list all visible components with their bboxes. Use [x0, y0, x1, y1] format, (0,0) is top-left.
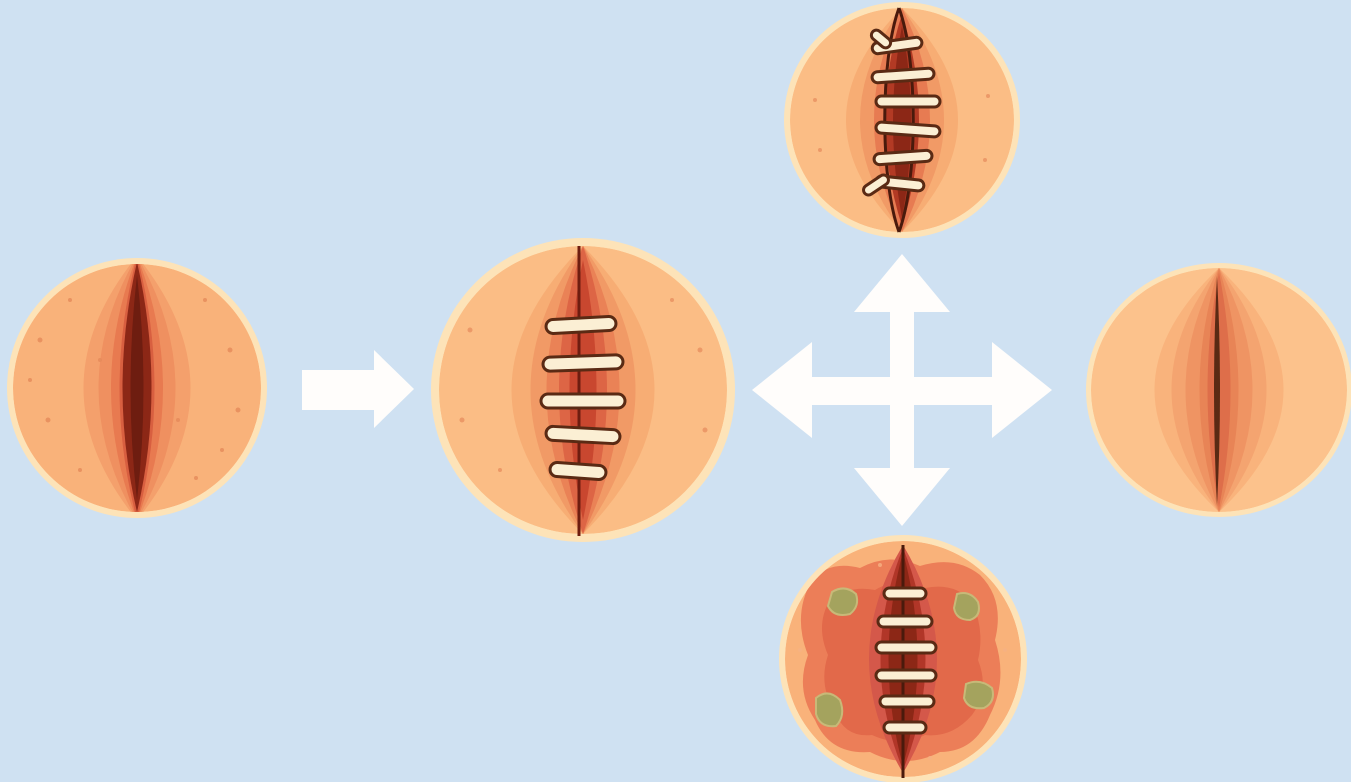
suture-stitch	[876, 642, 936, 653]
infection-patch	[964, 682, 993, 709]
suture-stitch	[880, 696, 934, 707]
arrow-shaft-horizontal	[810, 377, 994, 405]
suture-stitch	[546, 426, 621, 444]
infection-patch	[828, 588, 857, 615]
suture-stitch	[884, 588, 926, 599]
suture-stitch	[543, 355, 623, 372]
loose-stitch	[874, 150, 933, 165]
infection-patch	[816, 693, 842, 726]
suture-stitch	[884, 722, 926, 733]
suture-stitch	[876, 670, 936, 681]
loose-stitch	[872, 68, 935, 83]
suture-stitch	[541, 394, 625, 408]
open-wound	[7, 256, 267, 520]
sutured-wound	[431, 238, 735, 542]
suture-stitch	[546, 316, 617, 334]
suture-stitch	[878, 616, 932, 627]
loose-stitch	[876, 96, 940, 107]
dehisced-sutures	[784, 2, 1020, 238]
healed-wound	[1086, 263, 1351, 517]
loose-stitch	[876, 122, 941, 137]
suture-stitch	[550, 462, 607, 480]
infected-wound	[779, 535, 1027, 782]
